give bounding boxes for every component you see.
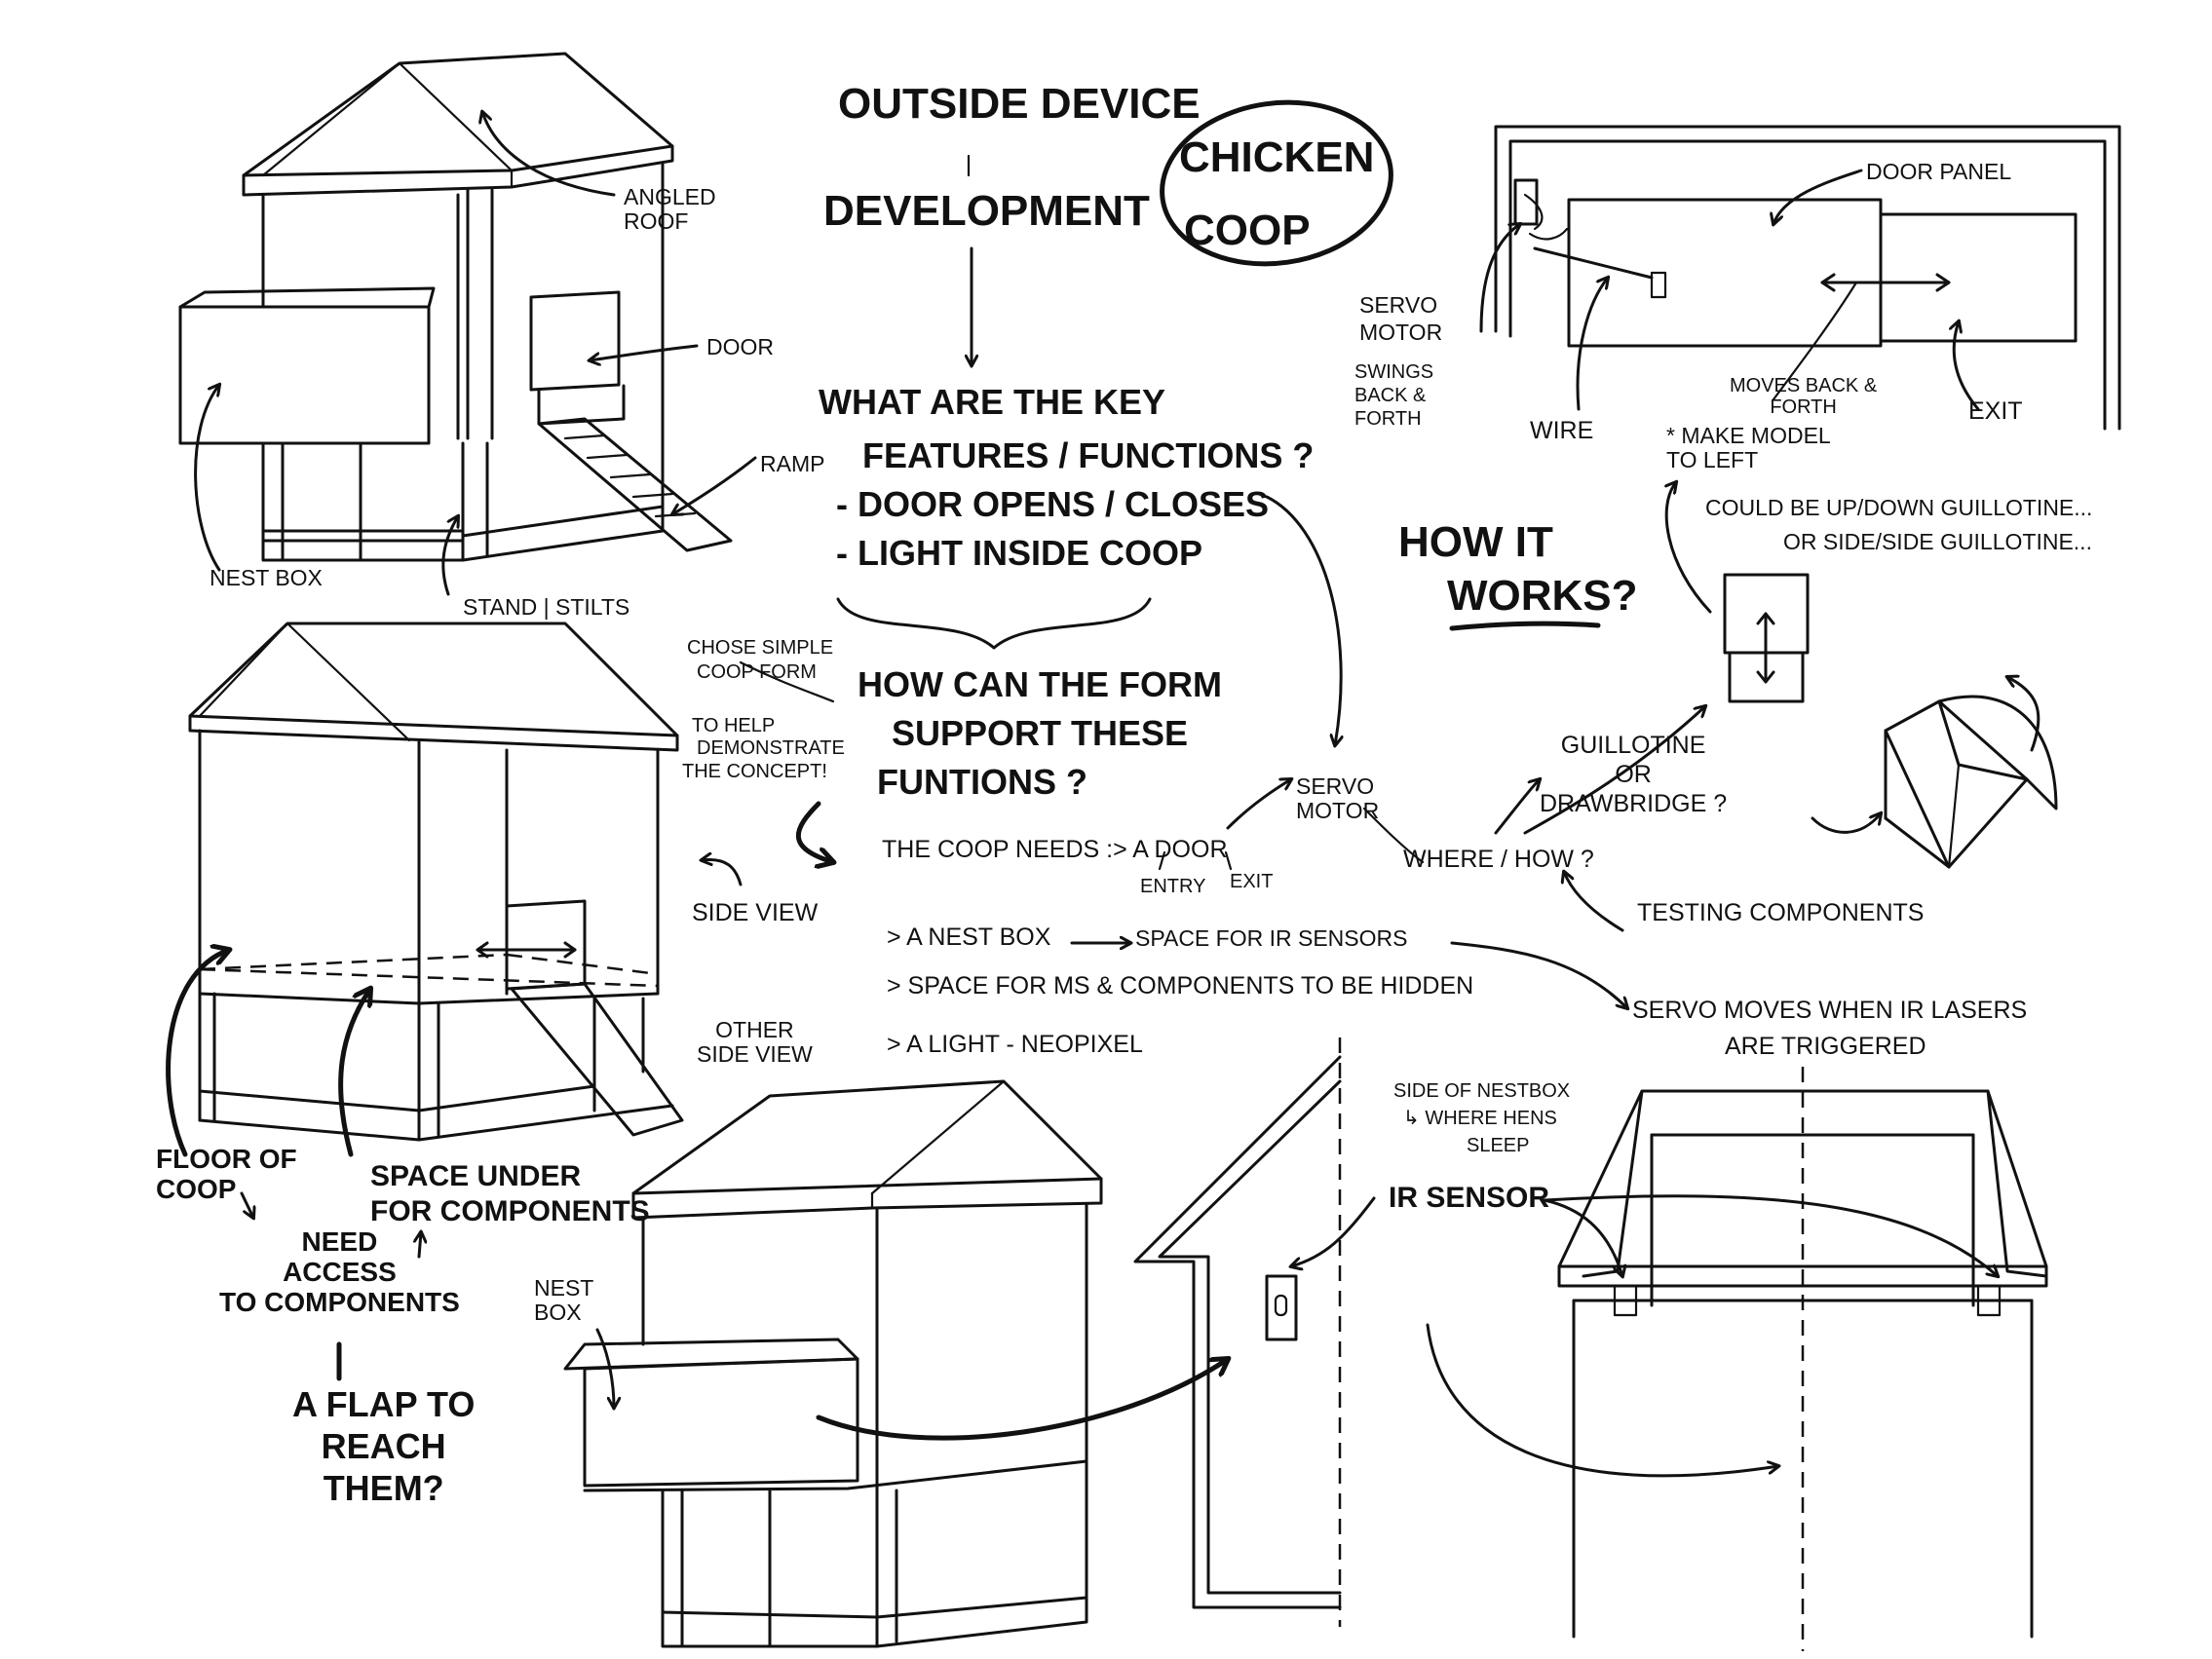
coop-profile-sketch: [1133, 1037, 1342, 1627]
need-access: need access to components: [219, 1226, 460, 1317]
guillotine-sketch: [1723, 573, 1810, 703]
coop-other-side-sketch: [563, 1079, 1103, 1648]
door-panel-label: door panel: [1866, 159, 2012, 184]
make-model-note: * make model to left: [1666, 423, 1831, 473]
coop-front-sketch: [178, 52, 733, 562]
nestbox-side-note-3: sleep: [1467, 1135, 1530, 1156]
door-exit: exit: [1230, 871, 1274, 892]
nestbox-cross-section-sketch: [1557, 1067, 2048, 1651]
key-question-1: What are the key: [819, 382, 1165, 422]
side-view-label: side view: [692, 899, 819, 926]
needs-light: > a light - neopixel: [887, 1031, 1143, 1058]
form-question-2: support these: [892, 713, 1189, 753]
angled-roof-label: angled roof: [624, 184, 716, 235]
swings-note: swings back & forth: [1354, 361, 1434, 430]
simple-form-note-3: to help: [692, 715, 776, 736]
form-question-1: How can the form: [858, 664, 1222, 704]
nestbox-side-note-2: ↳ where hens: [1403, 1108, 1557, 1129]
servo-ir-note-2: are triggered: [1725, 1033, 1926, 1060]
needs-door: The coop needs :> a door: [882, 836, 1228, 863]
project-label-1: Chicken: [1179, 133, 1375, 181]
servo-motor-node: servo motor: [1296, 773, 1380, 824]
needs-nest-box: > a nest box: [887, 924, 1051, 951]
form-question-3: funtions ?: [877, 762, 1087, 802]
servo-motor-label: servo motor: [1359, 292, 1443, 345]
flap-note: a flap to reach them?: [292, 1384, 476, 1509]
simple-form-note-1: Chose simple: [687, 637, 834, 659]
guillotine-note-2: or side/side guillotine...: [1783, 529, 2092, 554]
ir-sensor-label: IR sensor: [1389, 1182, 1550, 1214]
feature-light: - Light inside coop: [836, 533, 1203, 573]
door-label: door: [706, 334, 774, 359]
nest-box-small-label: nest box: [534, 1275, 594, 1326]
how-it-works-1: How it: [1398, 518, 1553, 566]
door-mechanism-sketch: [1494, 125, 2121, 431]
needs-hidden-space: > space for MS & components to be hidden: [887, 972, 1474, 999]
floor-of-coop: floor of coop: [156, 1144, 297, 1204]
guillotine-node: guillotine or drawbridge ?: [1540, 732, 1728, 817]
where-how-node: where / how ?: [1403, 846, 1594, 873]
simple-form-note-5: the concept!: [682, 761, 827, 782]
coop-side-view-sketch: [188, 622, 684, 1142]
nest-box-ir-space: space for IR sensors: [1135, 925, 1408, 951]
simple-form-note-4: demonstrate: [697, 737, 845, 759]
title-line-2: Development: [823, 187, 1150, 235]
drawbridge-sketch: [1884, 695, 2058, 869]
other-side-view-label: other side view: [697, 1017, 813, 1068]
space-under: space under for components: [370, 1160, 650, 1227]
guillotine-note-1: could be up/down guillotine...: [1705, 495, 2093, 520]
exit-label: exit: [1968, 397, 2023, 425]
nestbox-side-note-1: side of nestbox: [1393, 1080, 1571, 1102]
feature-door: - Door opens / closes: [836, 484, 1270, 524]
how-it-works-2: works?: [1447, 572, 1638, 620]
key-question-2: features / functions ?: [862, 435, 1315, 475]
simple-form-note-2: coop form: [697, 661, 817, 683]
door-entry: entry: [1140, 876, 1206, 897]
project-label-2: Coop: [1184, 207, 1311, 254]
title-line-1: Outside device: [838, 80, 1201, 128]
testing-components: testing components: [1637, 899, 1925, 926]
wire-label: wire: [1530, 417, 1594, 444]
servo-ir-note-1: servo moves when IR lasers: [1632, 997, 2028, 1024]
ramp-label: ramp: [760, 451, 825, 476]
moves-back-forth: moves back & forth: [1730, 375, 1878, 418]
nest-box-label: nest box: [210, 565, 323, 590]
stilts-label: stand | stilts: [463, 594, 630, 620]
